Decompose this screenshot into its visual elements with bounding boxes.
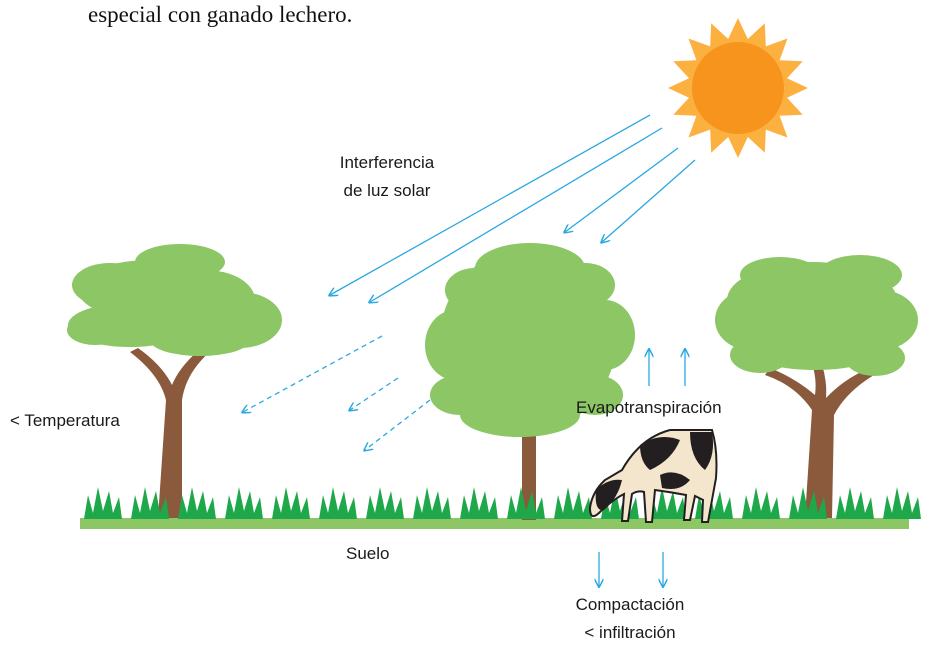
cow-icon: [588, 429, 718, 523]
filtered-light-arrows: [243, 335, 431, 450]
compaction-label-line1: Compactación: [575, 595, 685, 614]
tree-right: [715, 255, 918, 518]
grass-tuft: [507, 487, 545, 519]
grass-tuft: [789, 487, 827, 519]
evapotranspiration-label: Evapotranspiración: [576, 398, 722, 417]
soil-label: Suelo: [346, 544, 390, 563]
sunlight-label-line2: de luz solar: [343, 181, 431, 200]
grass-row: [84, 487, 921, 519]
grass-tuft: [460, 487, 498, 519]
tree-left: [67, 244, 282, 518]
grass-tuft: [225, 487, 263, 519]
sunlight-label-line1: Interferencia: [339, 153, 435, 172]
compaction-label: Compactación < infiltración: [555, 591, 705, 647]
caption-text: especial con ganado lechero.: [88, 2, 353, 27]
grass-tuft: [319, 487, 357, 519]
grass-tuft: [554, 487, 592, 519]
sunlight-interference-label: Interferencia de luz solar: [322, 149, 452, 205]
grass-tuft: [836, 487, 874, 519]
sunlight-arrows: [330, 114, 696, 302]
grass-tuft: [742, 487, 780, 519]
grass-tuft: [178, 487, 216, 519]
tree-middle: [425, 243, 635, 520]
compaction-arrows: [599, 552, 663, 586]
ground-strip: [80, 518, 909, 529]
grass-tuft: [272, 487, 310, 519]
grass-tuft: [366, 487, 404, 519]
grass-tuft: [131, 487, 169, 519]
temperature-label: < Temperatura: [10, 411, 120, 430]
grass-tuft: [648, 487, 686, 519]
grass-tuft: [883, 487, 921, 519]
compaction-label-line2: < infiltración: [584, 623, 676, 642]
sun-icon: [668, 18, 808, 158]
grass-tuft: [84, 487, 122, 519]
grass-tuft: [413, 487, 451, 519]
evapotranspiration-arrows: [649, 350, 685, 386]
